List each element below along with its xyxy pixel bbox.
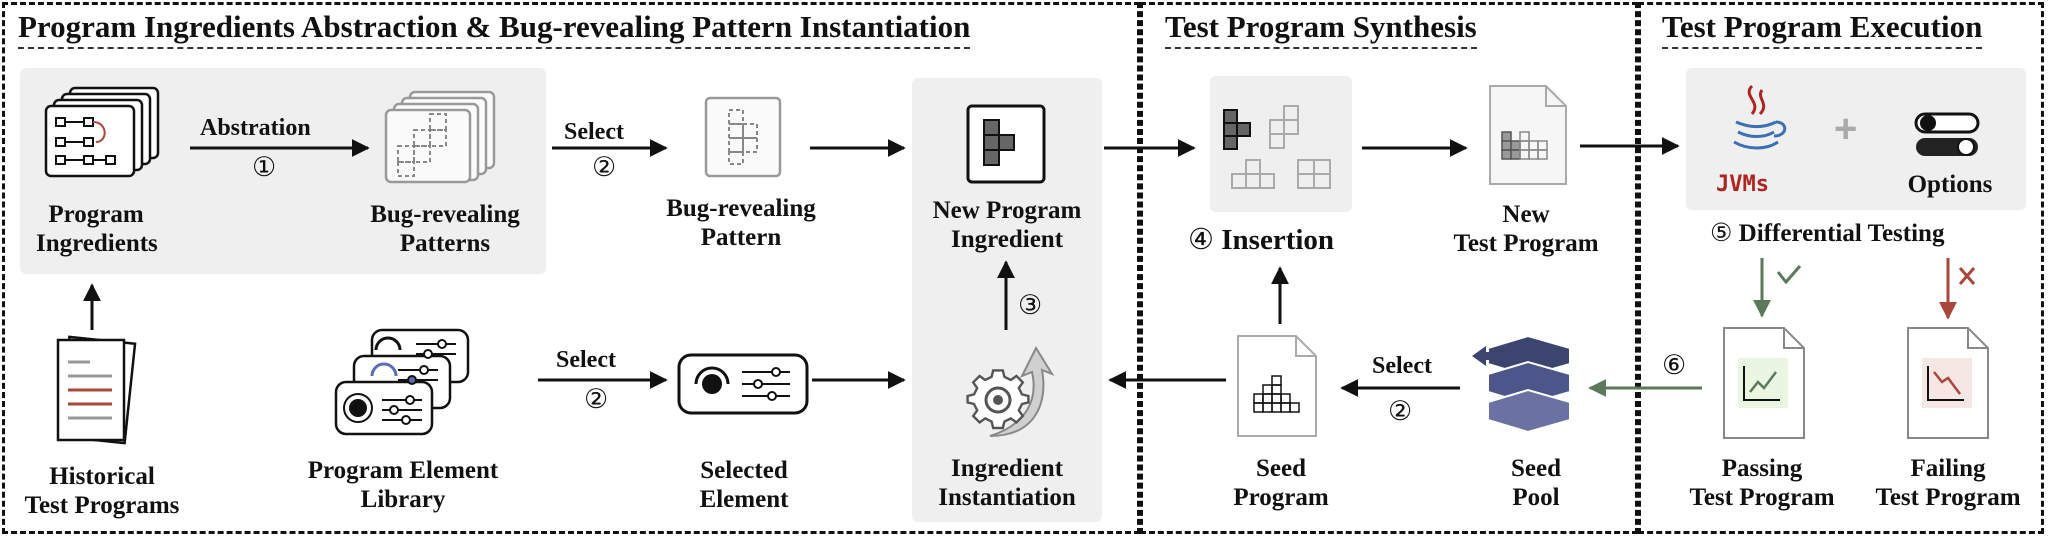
edge-label-select-pattern: Select bbox=[564, 119, 624, 145]
edge-label-select-seed: Select bbox=[1372, 353, 1432, 379]
step-2-marker-seed: ② bbox=[1388, 396, 1413, 426]
edge-label-abstraction: Abstration bbox=[200, 115, 311, 141]
differential-testing-label: Differential Testing bbox=[1738, 220, 1945, 247]
cross-icon bbox=[1958, 267, 1976, 285]
step-4-marker: ④ bbox=[1188, 224, 1214, 256]
bug-revealing-patterns-icon bbox=[384, 90, 496, 184]
insertion-step: ④ Insertion bbox=[1188, 224, 1335, 256]
program-element-library-icon bbox=[334, 328, 470, 436]
edge-label-select-element: Select bbox=[556, 347, 616, 373]
selected-element-icon bbox=[677, 353, 809, 415]
step-6-marker: ⑥ bbox=[1662, 350, 1687, 380]
insertion-icon bbox=[1223, 105, 1331, 189]
failing-test-program-icon bbox=[1907, 327, 1989, 439]
section-synthesis bbox=[1140, 2, 1638, 534]
check-icon bbox=[1776, 265, 1802, 285]
plus-icon: + bbox=[1834, 107, 1858, 151]
section-title-synthesis: Test Program Synthesis bbox=[1165, 10, 1477, 49]
options-label: Options bbox=[1907, 171, 1993, 198]
jvms-label: JVMs bbox=[1716, 172, 1769, 197]
toggle-icon bbox=[1914, 112, 1980, 156]
java-icon bbox=[1733, 84, 1787, 150]
gear-icon bbox=[966, 345, 1055, 437]
step-1-marker: ① bbox=[252, 152, 277, 182]
bug-revealing-pattern-icon bbox=[704, 96, 782, 178]
step-3-marker: ③ bbox=[1018, 290, 1043, 320]
step-2-marker-element: ② bbox=[584, 384, 609, 414]
insertion-label: Insertion bbox=[1221, 224, 1335, 256]
section-abstraction bbox=[2, 2, 1140, 534]
program-ingredients-icon bbox=[44, 86, 160, 178]
new-test-program-icon bbox=[1489, 85, 1567, 185]
historical-test-programs-icon bbox=[56, 335, 137, 445]
passing-test-program-icon bbox=[1723, 327, 1805, 439]
step-5-marker: ⑤ bbox=[1710, 220, 1733, 247]
step-2-marker-pattern: ② bbox=[592, 152, 617, 182]
seed-pool-icon bbox=[1472, 334, 1571, 434]
section-title-abstraction: Program Ingredients Abstraction & Bug-re… bbox=[18, 10, 971, 49]
differential-testing-step: ⑤ Differential Testing bbox=[1710, 220, 1944, 248]
seed-program-icon bbox=[1237, 335, 1317, 437]
section-execution bbox=[1638, 2, 2044, 534]
section-title-execution: Test Program Execution bbox=[1662, 10, 1983, 49]
new-program-ingredient-icon bbox=[966, 104, 1046, 184]
